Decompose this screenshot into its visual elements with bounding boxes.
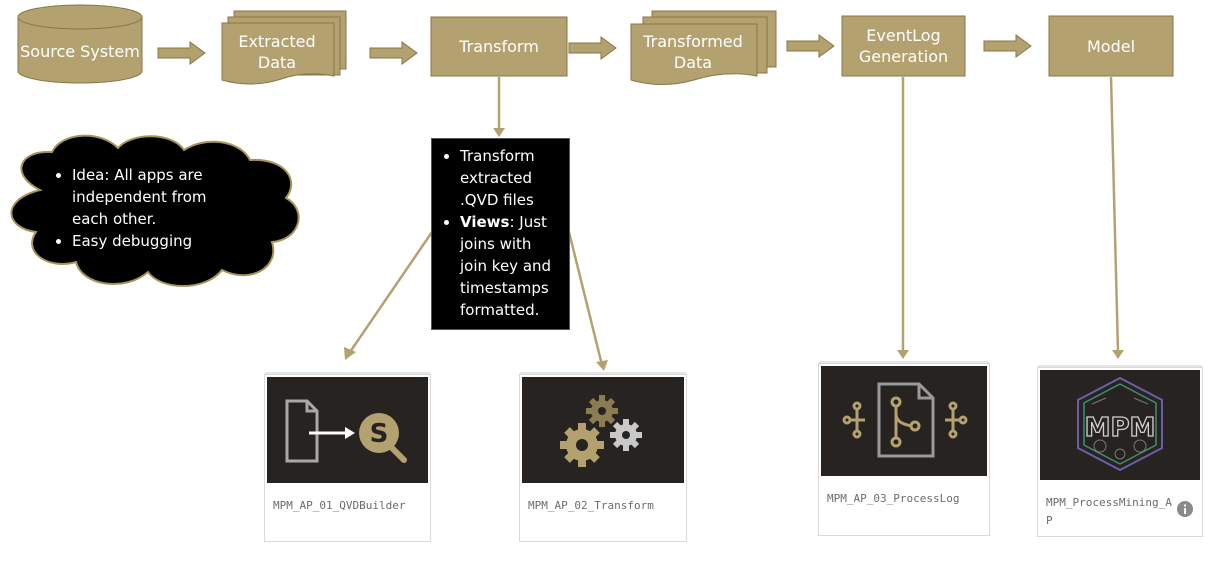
extracted-data-label: Extracted Data [238,32,316,72]
transformed-data-docs [630,10,777,85]
model-box [1048,15,1174,77]
flow-arrow [568,36,617,60]
idea-note-item: Easy debugging [72,230,224,252]
file-to-qlik-icon: S [285,399,407,463]
app-thumbnail [821,366,987,476]
app-name: MPM_AP_01_QVDBuilder [273,499,406,512]
app-name: MPM_ProcessMining_AP [1046,496,1172,527]
source-system-label: Source System [20,41,140,61]
transformed-data-label: Transformed Data [643,32,743,72]
model-label: Model [1086,36,1136,56]
svg-text:MPM: MPM [1085,413,1156,443]
transform-note-item: Transform extracted .QVD files [460,145,563,211]
views-description: : Just joins with join key and timestamp… [460,213,552,319]
app-thumbnail: S [267,377,428,483]
idea-note: Idea: All apps are independent from each… [54,164,224,252]
flow-arrow [786,34,835,58]
app-card-qvdbuilder[interactable]: S MPM_AP_01_QVDBuilder [264,374,431,542]
transform-note: Transform extracted .QVD files Views: Ju… [431,138,570,330]
eventlog-box [841,15,966,77]
flow-arrow [983,34,1032,58]
process-document-icon [842,382,968,458]
app-card-processmining[interactable]: MPM MPM_ProcessMining_AP [1037,367,1203,537]
transform-note-item: Views: Just joins with join key and time… [460,211,563,321]
mpm-logo-icon: MPM [1077,376,1163,472]
connector-arrowheads [344,128,1124,371]
app-thumbnail [522,377,684,483]
source-system-cylinder [17,4,143,84]
flow-arrow [369,41,418,65]
eventlog-label: EventLog Generation [858,26,949,66]
app-name: MPM_AP_03_ProcessLog [827,492,960,505]
app-card-transform[interactable]: MPM_AP_02_Transform [519,374,687,542]
extracted-data-docs [221,10,347,85]
info-icon[interactable] [1177,501,1193,517]
flow-arrow [157,41,206,65]
app-card-processlog[interactable]: MPM_AP_03_ProcessLog [818,363,990,536]
connector-lines [348,76,1120,366]
transform-label: Transform [459,37,539,56]
app-thumbnail: MPM [1040,370,1200,480]
views-term: Views [460,213,510,231]
svg-text:S: S [370,419,389,449]
gears-icon [560,395,642,467]
idea-cloud [10,134,300,287]
idea-note-item: Idea: All apps are independent from each… [72,164,224,230]
transform-box [430,16,568,77]
app-name: MPM_AP_02_Transform [528,499,654,512]
